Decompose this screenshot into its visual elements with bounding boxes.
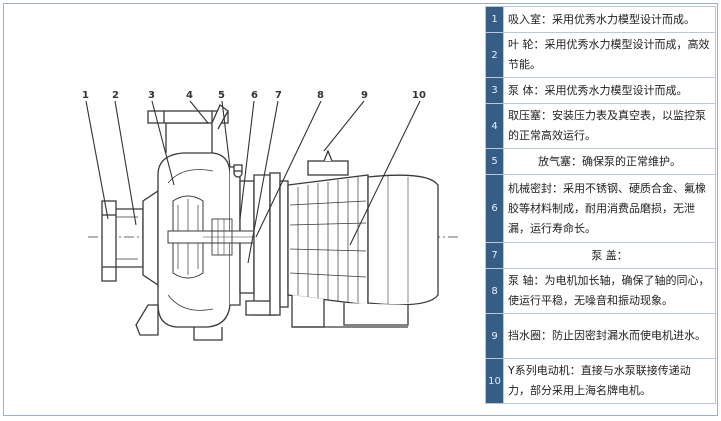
callout-10: 10 xyxy=(412,90,426,101)
part-number: 7 xyxy=(485,242,504,269)
part-number: 8 xyxy=(485,268,504,314)
part-description: 泵 盖： xyxy=(503,242,716,269)
part-text: ：采用优秀水力模型设计而成，高效节能。 xyxy=(508,38,710,71)
part-label: 泵 轴 xyxy=(508,274,534,287)
part-label: 吸入室 xyxy=(508,12,541,26)
pump-cross-section-drawing: 1 2 3 4 5 6 7 8 9 10 xyxy=(82,90,458,341)
part-number: 2 xyxy=(485,32,504,78)
part-description: 机械密封：采用不锈钢、硬质合金、氟橡胶等材料制成，耐用消费品磨损，无泄漏，运行寿… xyxy=(503,174,716,243)
part-text: ：安装压力表及真空表，以监控泵的正常高效运行。 xyxy=(508,109,706,142)
part-description: 吸入室：采用优秀水力模型设计而成。 xyxy=(503,6,716,33)
part-number: 5 xyxy=(485,148,504,175)
callout-6: 6 xyxy=(251,90,258,101)
part-text: ：采用不锈钢、硬质合金、氟橡胶等材料制成，耐用消费品磨损，无泄漏，运行寿命长。 xyxy=(508,181,706,235)
part-number: 3 xyxy=(485,77,504,104)
part-text: ：采用优秀水力模型设计而成。 xyxy=(533,83,688,97)
part-label: 叶 轮 xyxy=(508,38,534,51)
part-text: ：直接与水泵联接传递动力，部分采用上海名牌电机。 xyxy=(508,364,691,397)
callout-1: 1 xyxy=(82,90,89,101)
part-number: 9 xyxy=(485,313,504,359)
callout-2: 2 xyxy=(112,90,119,101)
part-text: ：确保泵的正常维护。 xyxy=(571,154,681,168)
part-description: 泵 体：采用优秀水力模型设计而成。 xyxy=(503,77,716,104)
part-number: 4 xyxy=(485,103,504,149)
callout-7: 7 xyxy=(275,90,282,101)
part-description: 泵 轴：为电机加长轴，确保了轴的同心，使运行平稳，无噪音和振动现象。 xyxy=(503,268,716,314)
callout-3: 3 xyxy=(148,90,155,101)
part-description: 取压塞：安装压力表及真空表，以监控泵的正常高效运行。 xyxy=(503,103,716,149)
part-number: 1 xyxy=(485,6,504,33)
part-text: ：防止因密封漏水而使电机进水。 xyxy=(541,329,706,342)
part-label: 泵 盖 xyxy=(591,248,617,262)
part-number: 6 xyxy=(485,174,504,243)
part-label: 机械密封 xyxy=(508,181,552,195)
part-label: 挡水圈 xyxy=(508,329,541,342)
callout-4: 4 xyxy=(186,90,193,101)
part-description: 挡水圈：防止因密封漏水而使电机进水。 xyxy=(503,313,716,359)
part-label: Y系列电动机 xyxy=(508,364,570,377)
part-description: 放气塞：确保泵的正常维护。 xyxy=(503,148,716,175)
part-text: ：为电机加长轴，确保了轴的同心，使运行平稳，无噪音和振动现象。 xyxy=(508,274,710,307)
part-label: 泵 体 xyxy=(508,83,534,97)
part-description: Y系列电动机：直接与水泵联接传递动力，部分采用上海名牌电机。 xyxy=(503,358,716,404)
part-text: ：采用优秀水力模型设计而成。 xyxy=(541,12,695,26)
part-label: 放气塞 xyxy=(538,154,571,168)
callout-8: 8 xyxy=(317,90,324,101)
part-text: ： xyxy=(616,248,628,262)
part-label: 取压塞 xyxy=(508,109,541,122)
callout-9: 9 xyxy=(361,90,368,101)
callout-5: 5 xyxy=(218,90,225,101)
part-description: 叶 轮：采用优秀水力模型设计而成，高效节能。 xyxy=(503,32,716,78)
part-number: 10 xyxy=(485,358,504,404)
